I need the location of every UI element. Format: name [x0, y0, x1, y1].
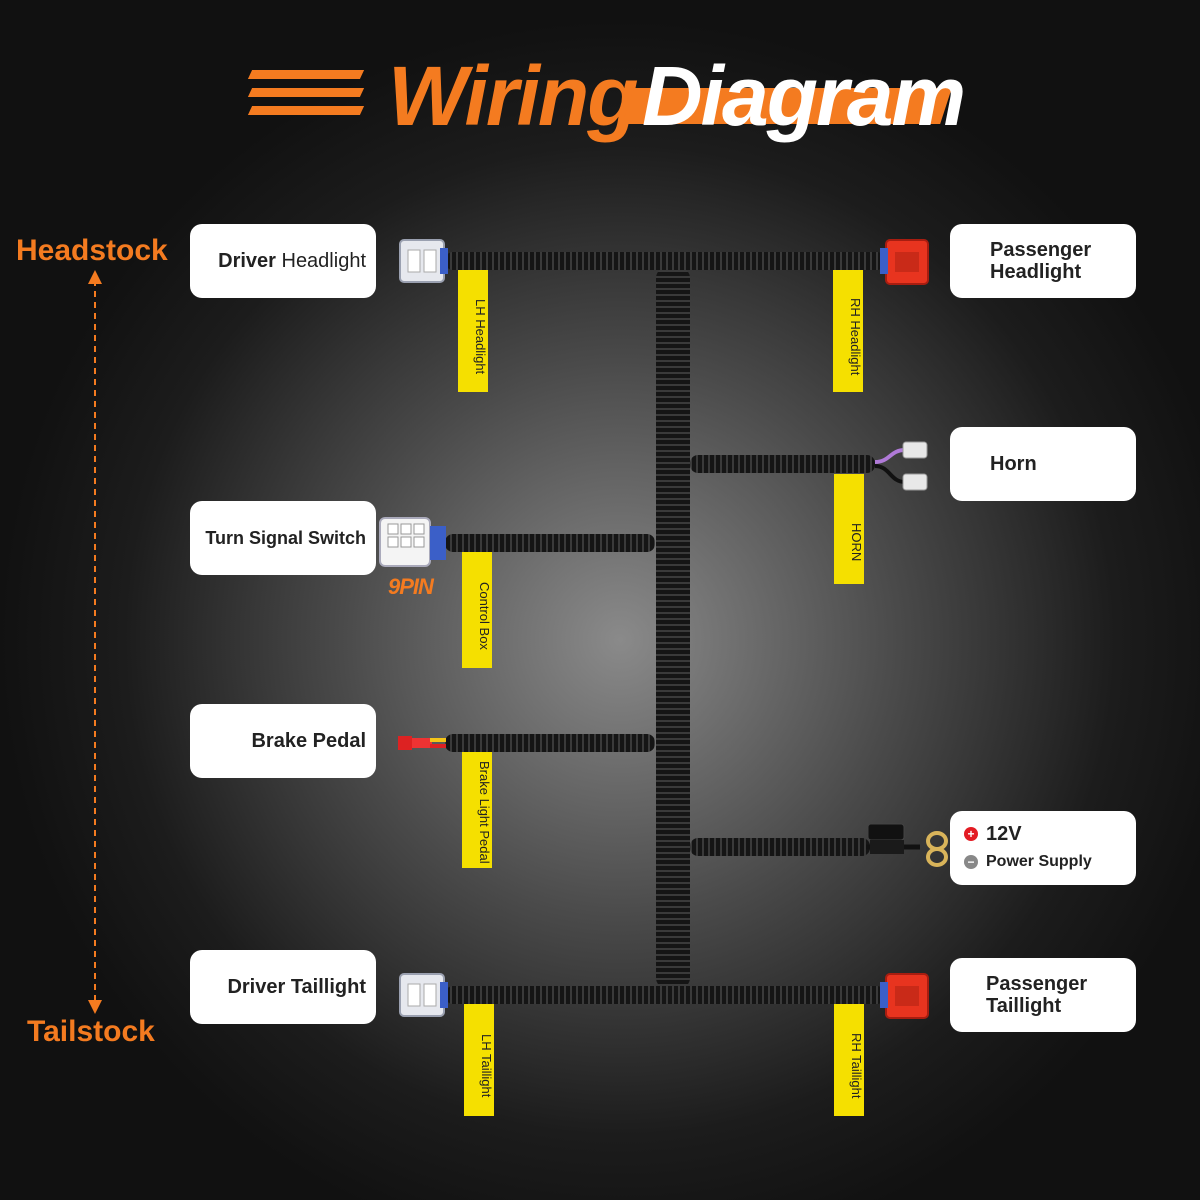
headlight-conduit [445, 252, 885, 270]
passenger-headlight-box: Passenger Headlight [950, 224, 1136, 298]
tag-rh-headlight: RH Headlight [833, 270, 863, 392]
axis-arrow-down-icon [88, 1000, 102, 1014]
diagram-title: Wiring Diagram [247, 48, 966, 148]
brake-pedal-conduit [445, 734, 655, 752]
9pin-label: 9PIN [388, 574, 434, 599]
passenger-headlight-line2: Headlight [990, 261, 1082, 283]
title-word-wiring: Wiring [388, 49, 639, 143]
power-supply-box: + 12V − Power Supply [950, 811, 1136, 885]
power-fuse-holder [866, 823, 948, 867]
tag-control-box: Control Box [462, 552, 492, 668]
tag-lh-headlight: LH Headlight [458, 270, 488, 392]
tag-horn: HORN [834, 474, 864, 584]
driver-headlight-label-part1: Driver [218, 249, 276, 272]
driver-headlight-connector [399, 239, 448, 283]
power-conduit [690, 838, 870, 856]
turn-signal-switch-box: Turn Signal Switch [190, 501, 376, 575]
driver-taillight-box: Driver Taillight [190, 950, 376, 1024]
tag-brake-light-pedal: Brake Light Pedal [462, 752, 492, 868]
passenger-taillight-box: Passenger Taillight [950, 958, 1136, 1032]
horn-box: Horn [950, 427, 1136, 501]
main-trunk-conduit [656, 268, 690, 988]
power-voltage-label: 12V [986, 823, 1022, 845]
tag-rh-taillight: RH Taillight [834, 1004, 864, 1116]
passenger-taillight-line1: Passenger [986, 973, 1088, 995]
tag-lh-taillight: LH Taillight [464, 1004, 494, 1116]
taillight-conduit [445, 986, 885, 1004]
horn-conduit [690, 455, 875, 473]
passenger-taillight-connector [880, 973, 929, 1019]
brake-pedal-connector [398, 736, 446, 750]
driver-taillight-connector [399, 973, 448, 1017]
turn-signal-9pin-connector [379, 517, 446, 567]
passenger-headlight-line1: Passenger [990, 239, 1092, 261]
driver-headlight-box: Driver Headlight [190, 224, 376, 298]
headstock-label: Headstock [16, 234, 168, 267]
driver-headlight-label-part2: Headlight [275, 249, 366, 272]
turn-signal-conduit [445, 534, 655, 552]
axis-arrow-up-icon [88, 270, 102, 284]
plus-icon: + [964, 827, 978, 841]
tailstock-label: Tailstock [27, 1015, 155, 1048]
horn-terminals [874, 441, 928, 491]
passenger-headlight-connector [880, 239, 929, 285]
passenger-taillight-line2: Taillight [986, 995, 1062, 1017]
title-word-diagram: Diagram [642, 49, 966, 143]
power-supply-label: Power Supply [986, 853, 1092, 870]
minus-icon: − [964, 855, 978, 869]
brake-pedal-box: Brake Pedal [190, 704, 376, 778]
